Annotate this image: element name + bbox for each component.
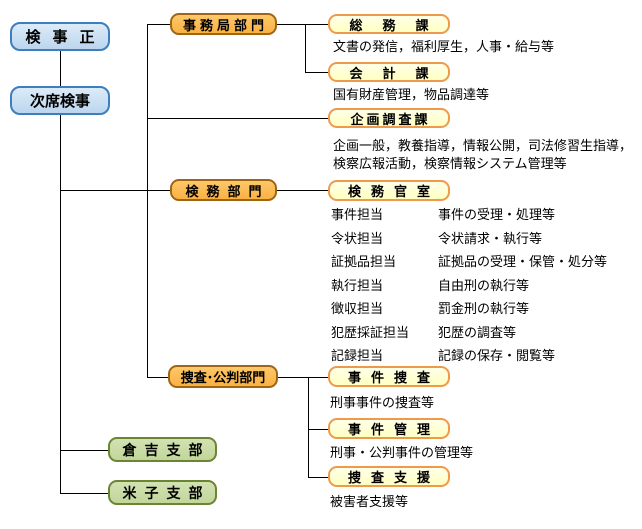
desc-investigation-support: 被害者支援等	[330, 494, 409, 509]
role-name: 犯歴採証担当	[331, 324, 410, 340]
connector-main-trunk	[147, 24, 148, 378]
box-planning-research-section: 企画調査課	[328, 108, 450, 128]
connector-kenmu-left	[60, 190, 170, 191]
box-yonago-branch: 米子支部	[108, 480, 217, 505]
role-duty: 証拠品の受理・保管・処分等	[438, 254, 608, 270]
connector-secretariat-right	[277, 24, 328, 25]
box-case-investigation: 事件捜査	[328, 366, 450, 387]
box-investigation-trial-department: 捜査･公判部門	[168, 365, 278, 388]
role-name: 執行担当	[331, 277, 384, 293]
desc-planning-line1: 企画一般，教養指導，情報公開，司法修習生指導，	[333, 138, 633, 153]
role-duty: 記録の保存・閲覧等	[438, 348, 556, 364]
kenmu-role-table: 事件担当 事件の受理・処理等 令状担当 令状請求・執行等 証拠品担当 証拠品の受…	[331, 202, 607, 367]
kenmu-role-row: 令状担当 令状請求・執行等	[331, 226, 607, 250]
box-chief-prosecutor: 検事正	[10, 22, 110, 51]
kenmu-role-row: 徴収担当 罰金刑の執行等	[331, 296, 607, 320]
connector-soumu-kaikei-trunk	[305, 24, 306, 73]
connector-chief-deputy	[60, 51, 61, 86]
desc-case-investigation: 刑事事件の捜査等	[330, 395, 435, 410]
box-case-management: 事件管理	[328, 418, 450, 439]
role-duty: 罰金刑の執行等	[438, 301, 530, 317]
role-name: 証拠品担当	[331, 254, 397, 270]
connector-sosa-left	[147, 377, 168, 378]
connector-sosa-sub-trunk	[308, 377, 309, 478]
box-investigation-support: 捜査支援	[328, 466, 450, 487]
desc-accounting: 国有財産管理，物品調達等	[333, 87, 490, 102]
role-name: 徴収担当	[331, 301, 384, 317]
kenmu-role-row: 記録担当 記録の保存・閲覧等	[331, 343, 607, 367]
desc-planning: 企画一般，教養指導，情報公開，司法修習生指導， 検察広報活動，検察情報システム管…	[333, 137, 632, 173]
role-duty: 令状請求・執行等	[438, 230, 543, 246]
box-kenmu-office: 検務官室	[328, 180, 450, 201]
kenmu-role-row: 事件担当 事件の受理・処理等	[331, 202, 607, 226]
box-kenmu-department: 検務部門	[170, 179, 277, 201]
kenmu-role-row: 執行担当 自由刑の執行等	[331, 273, 607, 297]
connector-jiken-sosa	[278, 377, 328, 378]
role-name: 令状担当	[331, 230, 384, 246]
kenmu-role-row: 証拠品担当 証拠品の受理・保管・処分等	[331, 249, 607, 273]
connector-kikaku	[147, 118, 328, 119]
box-secretariat-department: 事務局部門	[170, 13, 277, 35]
role-name: 事件担当	[331, 207, 384, 223]
desc-case-management: 刑事・公判事件の管理等	[330, 445, 474, 460]
box-kurayoshi-branch: 倉吉支部	[108, 437, 217, 462]
box-general-affairs-section: 総務課	[328, 14, 450, 34]
connector-kaikei	[305, 72, 328, 73]
role-duty: 犯歴の調査等	[438, 324, 517, 340]
kenmu-role-row: 犯歴採証担当 犯歴の調査等	[331, 320, 607, 344]
box-accounting-section: 会計課	[328, 62, 450, 82]
box-deputy-chief-prosecutor: 次席検事	[10, 86, 110, 115]
connector-yonago	[60, 493, 108, 494]
connector-kurayoshi	[60, 450, 108, 451]
connector-sosa-shien	[308, 477, 328, 478]
role-duty: 自由刑の執行等	[438, 277, 530, 293]
role-duty: 事件の受理・処理等	[438, 207, 556, 223]
desc-planning-line2: 検察広報活動，検察情報システム管理等	[333, 156, 567, 171]
connector-secretariat-left	[147, 24, 170, 25]
desc-general-affairs: 文書の発信，福利厚生，人事・給与等	[333, 39, 555, 54]
connector-kenmu-right	[277, 190, 328, 191]
connector-jiken-kanri	[308, 429, 328, 430]
role-name: 記録担当	[331, 348, 384, 364]
connector-deputy-trunk	[60, 115, 61, 494]
